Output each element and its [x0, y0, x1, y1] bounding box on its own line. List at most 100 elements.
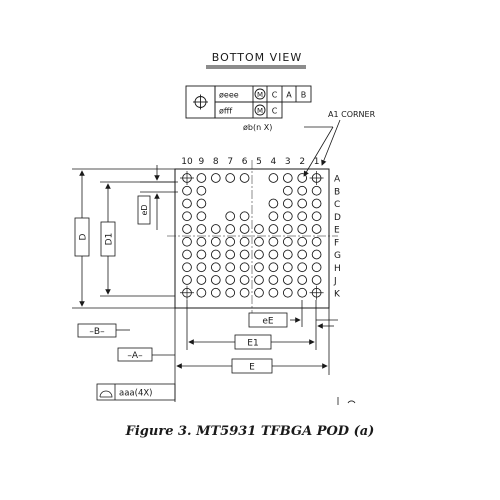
dimension-lines-left [72, 165, 178, 309]
solder-ball [282, 173, 293, 183]
solder-ball [182, 262, 192, 273]
solder-ball [182, 224, 192, 234]
solder-ball [196, 185, 207, 196]
fcf-datum-b: B [301, 91, 307, 100]
solder-ball [196, 224, 207, 234]
solder-ball [282, 185, 293, 196]
corner-crosshair [309, 171, 324, 185]
solder-ball [182, 211, 192, 222]
solder-ball [282, 198, 293, 209]
column-label: 4 [271, 157, 277, 167]
solder-ball [297, 249, 308, 260]
solder-ball [210, 262, 221, 273]
a1-corner-label: A1 CORNER [328, 110, 376, 119]
profile-surface-icon [99, 390, 113, 398]
solder-ball [268, 224, 279, 234]
row-label: D [334, 213, 341, 223]
row-label: K [334, 289, 341, 299]
solder-ball [225, 224, 236, 234]
solder-ball [225, 275, 236, 285]
fcf-tolerance-2: øfff [219, 107, 232, 116]
column-label: 3 [285, 157, 291, 167]
solder-ball [254, 275, 264, 285]
solder-ball [210, 275, 221, 285]
fcf-tolerance-1: øeee [219, 91, 239, 100]
solder-ball [182, 275, 192, 285]
solder-ball [254, 249, 264, 260]
solder-ball [297, 185, 308, 196]
solder-ball [282, 236, 293, 247]
solder-ball [268, 275, 279, 285]
fcf-datum-c-2: C [272, 107, 278, 116]
solder-ball [282, 262, 293, 273]
dimension-d1: D1 [105, 233, 115, 246]
solder-ball [311, 198, 322, 209]
solder-ball [297, 224, 308, 234]
solder-ball [297, 262, 308, 273]
row-label: C [334, 200, 340, 210]
solder-ball [196, 198, 207, 209]
column-label: 9 [199, 157, 205, 167]
solder-ball [210, 249, 221, 260]
dimension-ed: eD [140, 204, 149, 215]
solder-ball [282, 211, 293, 222]
solder-ball [225, 249, 236, 260]
solder-ball [196, 211, 207, 222]
solder-ball [254, 262, 264, 273]
solder-ball [311, 224, 322, 234]
center-lines [167, 160, 338, 318]
view-title: BOTTOM VIEW [212, 51, 303, 64]
solder-ball [239, 236, 250, 247]
ball-note-leader-2 [303, 126, 334, 177]
row-label: F [334, 238, 339, 248]
corner-crosshair [309, 285, 324, 300]
solder-ball [268, 262, 279, 273]
dimension-d: D [79, 233, 89, 240]
solder-ball [182, 249, 192, 260]
solder-ball [210, 224, 221, 234]
figure-caption: Figure 3. MT5931 TFBGA POD (a) [125, 424, 375, 439]
solder-ball [268, 249, 279, 260]
fcf-datum-c-1: C [272, 91, 278, 100]
dimension-lines-bottom [174, 300, 338, 402]
ball-diameter-note: øb(n X) [243, 123, 272, 132]
row-label: H [334, 264, 341, 274]
solder-ball [311, 185, 322, 196]
solder-ball [239, 173, 250, 183]
solder-ball [196, 236, 207, 247]
fcf-modifier-2: M [257, 107, 263, 115]
column-label: 10 [181, 157, 193, 167]
solder-ball [268, 287, 279, 298]
column-label: 6 [242, 157, 248, 167]
solder-ball [196, 173, 207, 183]
solder-ball [182, 185, 192, 196]
solder-ball [225, 262, 236, 273]
row-label: J [333, 277, 337, 287]
solder-ball [268, 211, 279, 222]
datum-b-label: –B– [89, 327, 105, 337]
solder-ball [254, 287, 264, 298]
solder-ball [311, 262, 322, 273]
solder-ball [225, 211, 236, 222]
solder-ball [239, 287, 250, 298]
fcf-modifier-1: M [257, 91, 263, 99]
solder-ball [282, 287, 293, 298]
dimension-e1: E1 [247, 339, 258, 349]
solder-ball [210, 287, 221, 298]
solder-ball [297, 287, 308, 298]
solder-ball [225, 173, 236, 183]
solder-ball [297, 211, 308, 222]
a1-corner-leader [321, 119, 341, 166]
row-label: E [334, 226, 340, 236]
solder-ball [282, 249, 293, 260]
solder-ball [196, 249, 207, 260]
solder-ball [254, 236, 264, 247]
flatness-frame [96, 383, 176, 401]
column-label: 5 [256, 157, 262, 167]
solder-ball [282, 275, 293, 285]
solder-ball [311, 249, 322, 260]
solder-ball [297, 236, 308, 247]
